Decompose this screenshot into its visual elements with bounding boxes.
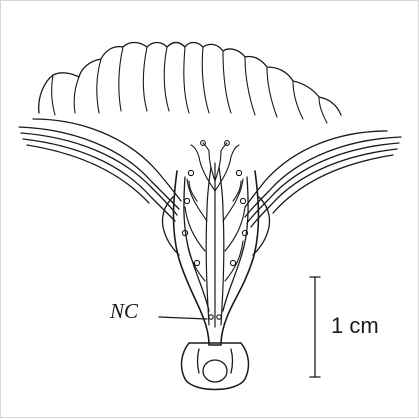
scale-bar-label: 1 cm bbox=[331, 315, 379, 337]
nc-leader-line bbox=[159, 317, 207, 319]
receptacle-shoulders bbox=[162, 197, 269, 255]
involucral-bracts-left bbox=[19, 119, 181, 221]
nectary-channels bbox=[206, 163, 224, 327]
ovule bbox=[203, 360, 227, 382]
nc-label: NC bbox=[110, 301, 138, 322]
receptacle-outline bbox=[174, 171, 259, 345]
ray-floret-lines bbox=[52, 47, 327, 123]
ray-florets bbox=[39, 43, 341, 116]
scale-bar bbox=[310, 277, 320, 377]
